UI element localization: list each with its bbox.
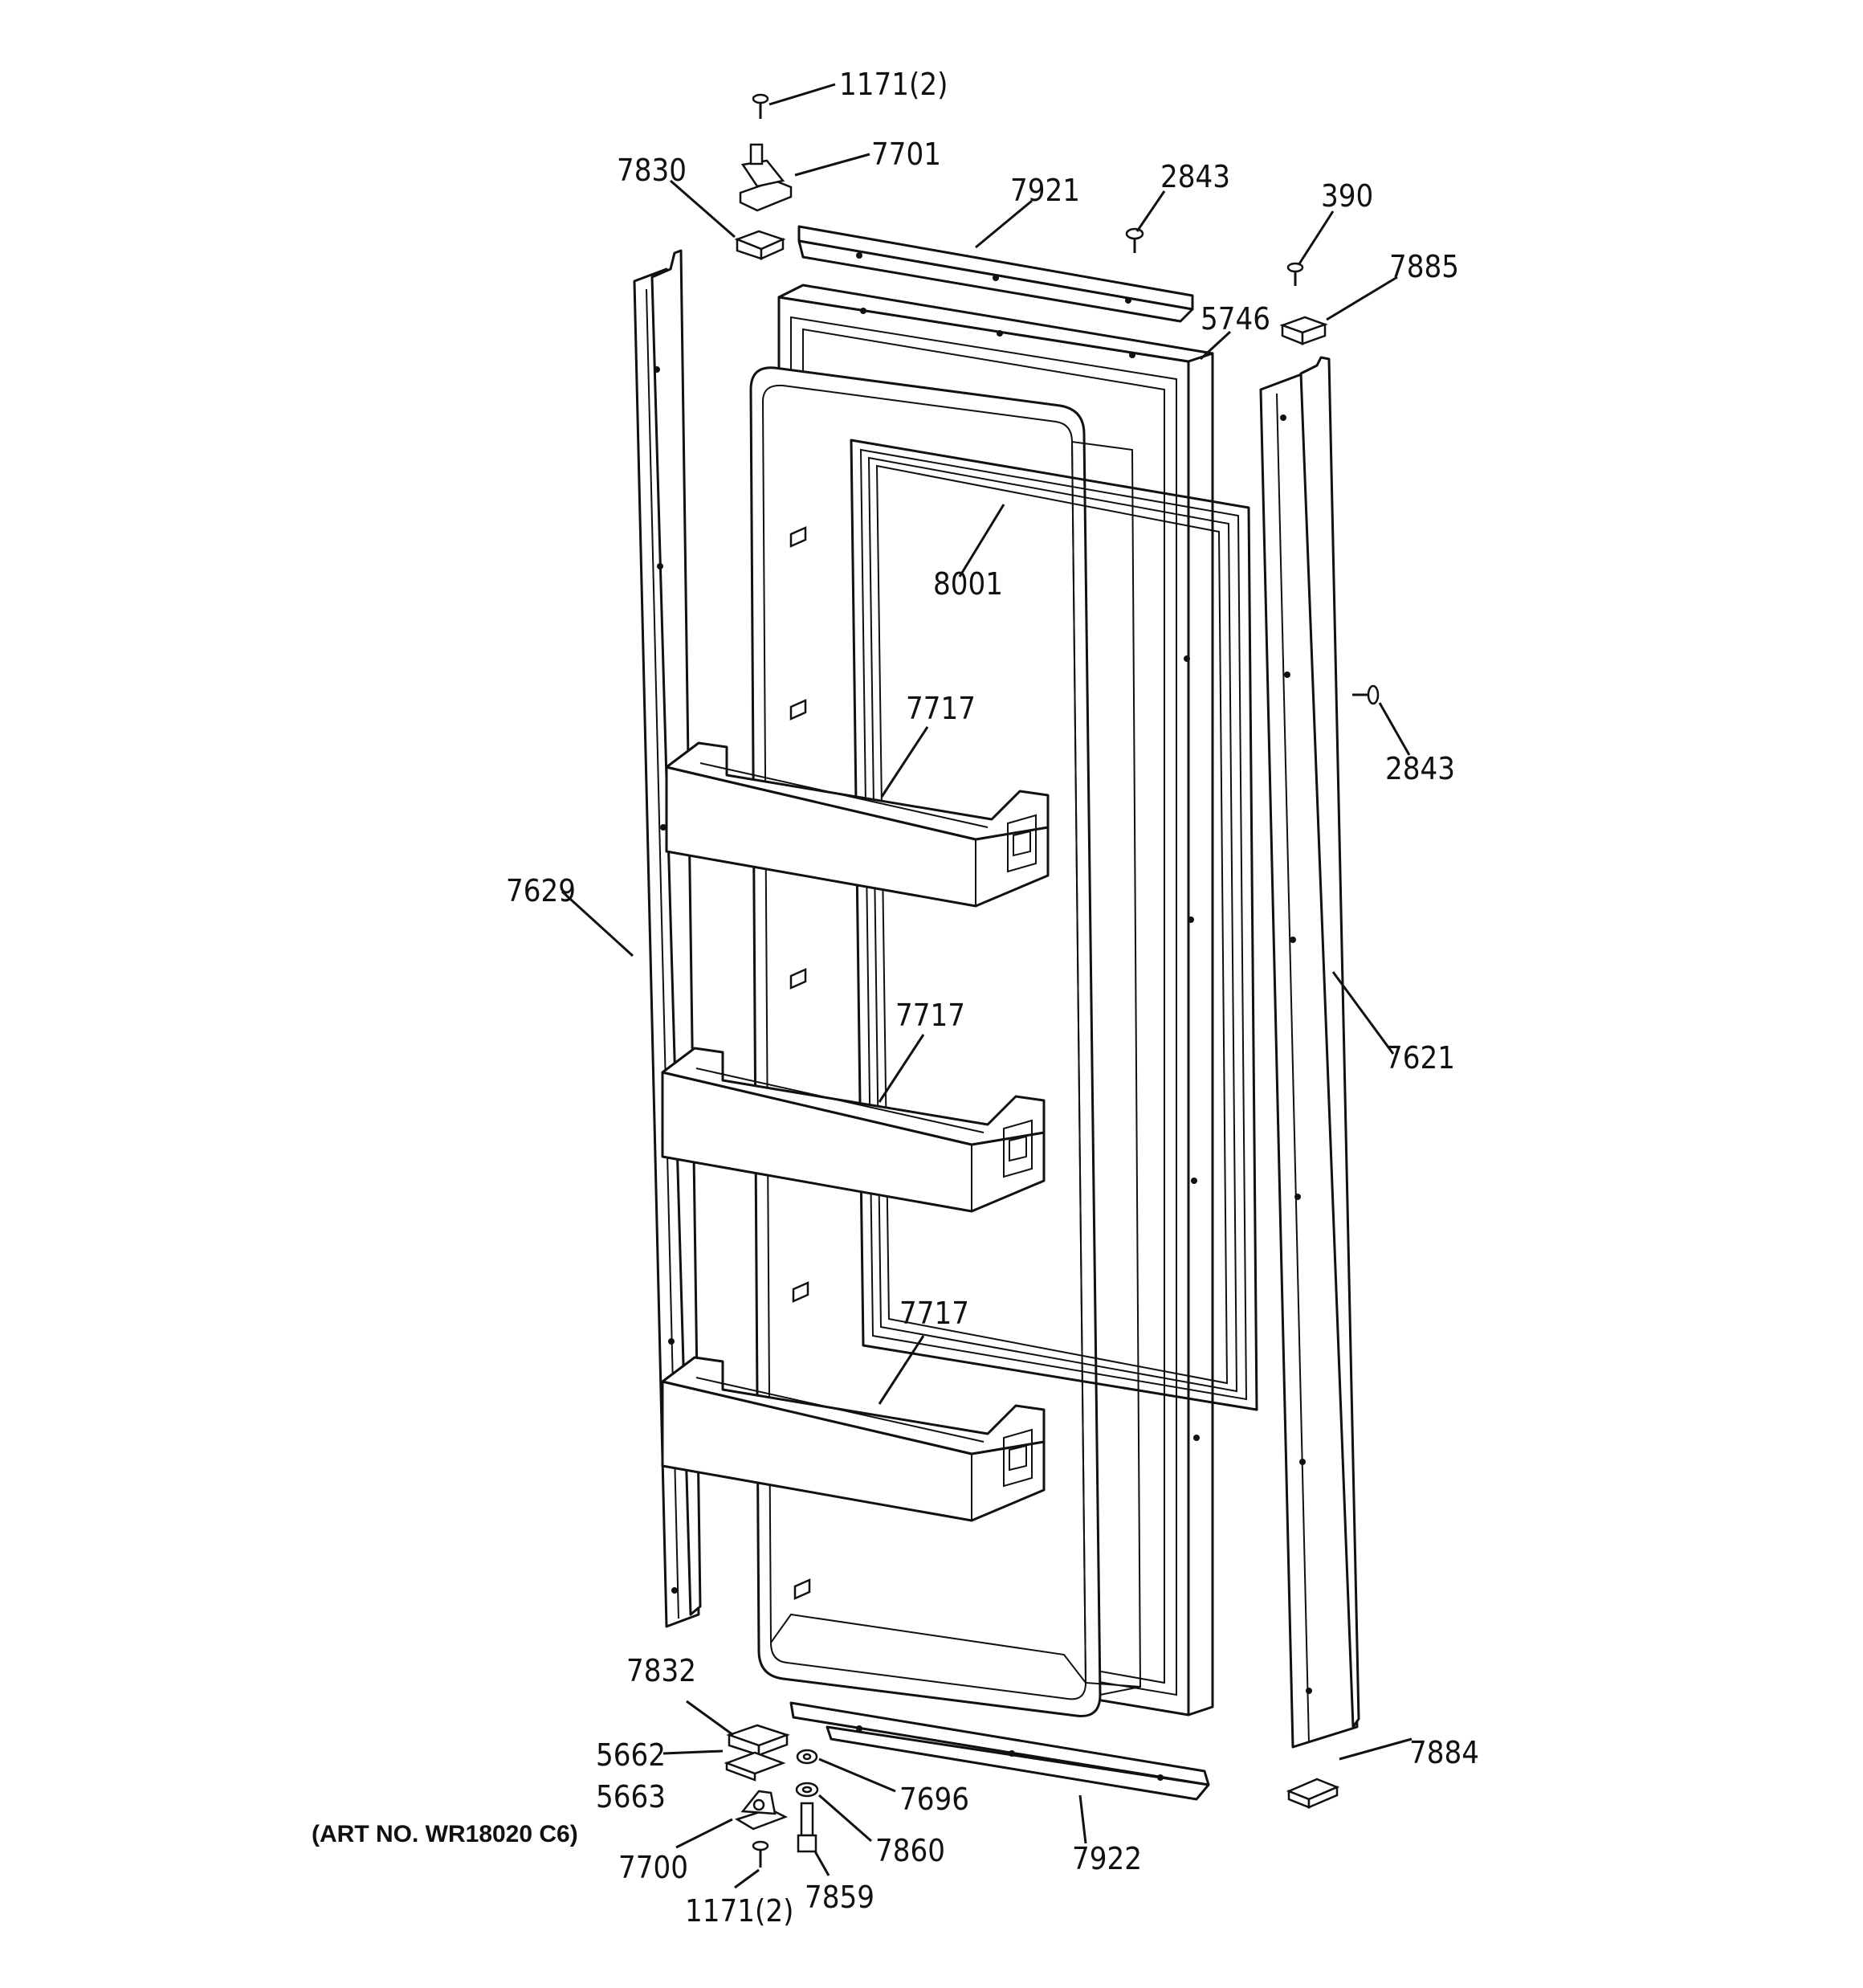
callout-bottom-cap: 7832: [626, 1653, 696, 1688]
callout-bottom-cap-right: 7884: [1409, 1735, 1479, 1770]
callout-hinge-bottom: 7700: [618, 1850, 688, 1885]
hinge-icon: [735, 1790, 789, 1831]
shelf-clips: [789, 526, 811, 1600]
callout-right-trim: 7621: [1385, 1040, 1455, 1076]
callout-screw-2843-top: 2843: [1160, 159, 1230, 194]
callout-screw-390: 390: [1321, 178, 1373, 214]
screw-icon: [1352, 684, 1380, 705]
callout-shim-b: 5663: [596, 1779, 666, 1815]
callout-left-trim: 7629: [506, 873, 576, 908]
pin-icon: [797, 1802, 817, 1853]
hinge-icon: [739, 143, 793, 212]
callout-door-outer: 5746: [1201, 301, 1270, 337]
art-number: (ART NO. WR18020 C6): [312, 1821, 578, 1847]
washer-icon: [796, 1749, 818, 1765]
callout-bin-1: 7717: [906, 691, 976, 726]
bottom-cap-icon: [726, 1724, 790, 1757]
callout-hinge-top: 7701: [871, 137, 941, 172]
callout-bin-3: 7717: [899, 1296, 969, 1331]
door-gasket: [850, 439, 1258, 1411]
door-bin-2: [661, 1047, 1046, 1213]
screw-icon: [752, 93, 769, 119]
bottom-trim-bar: [789, 1701, 1210, 1801]
callout-washer: 7696: [899, 1782, 969, 1817]
right-trim-strip: [1259, 356, 1360, 1749]
top-trim-bar: [797, 225, 1194, 323]
callout-bin-2: 7717: [895, 998, 965, 1033]
callout-screw-bottom: 1171(2): [685, 1893, 793, 1929]
screw-icon: [1125, 227, 1144, 253]
screw-icon: [752, 1840, 769, 1868]
hardware-parts: [724, 93, 1380, 1868]
callout-top-cap: 7830: [617, 153, 687, 188]
callout-screw-2843-side: 2843: [1385, 751, 1455, 786]
top-cap-icon: [734, 230, 786, 260]
callout-labels: 1171(2) 7701 7830 7921 2843 390 7885 574…: [312, 67, 1479, 1929]
callout-screw-top: 1171(2): [839, 67, 948, 102]
top-cap-icon: [1279, 316, 1328, 345]
door-bin-1: [665, 741, 1050, 908]
left-trim-strip: [633, 249, 702, 1628]
callout-top-trim: 7921: [1010, 173, 1080, 208]
leader-lines: [561, 83, 1413, 1889]
bushing-icon: [795, 1782, 819, 1798]
bottom-cap-icon: [1286, 1778, 1340, 1809]
callout-bottom-trim: 7922: [1072, 1841, 1142, 1876]
callout-top-cap-right: 7885: [1389, 249, 1459, 284]
callout-shim-a: 5662: [596, 1737, 666, 1773]
door-bin-3: [661, 1356, 1046, 1522]
shim-icon: [724, 1751, 786, 1782]
callout-pin: 7859: [805, 1880, 874, 1915]
door-inner-liner: [749, 366, 1142, 1717]
callout-bushing: 7860: [875, 1833, 945, 1868]
screw-icon: [1286, 262, 1304, 286]
callout-gasket: 8001: [933, 566, 1003, 602]
